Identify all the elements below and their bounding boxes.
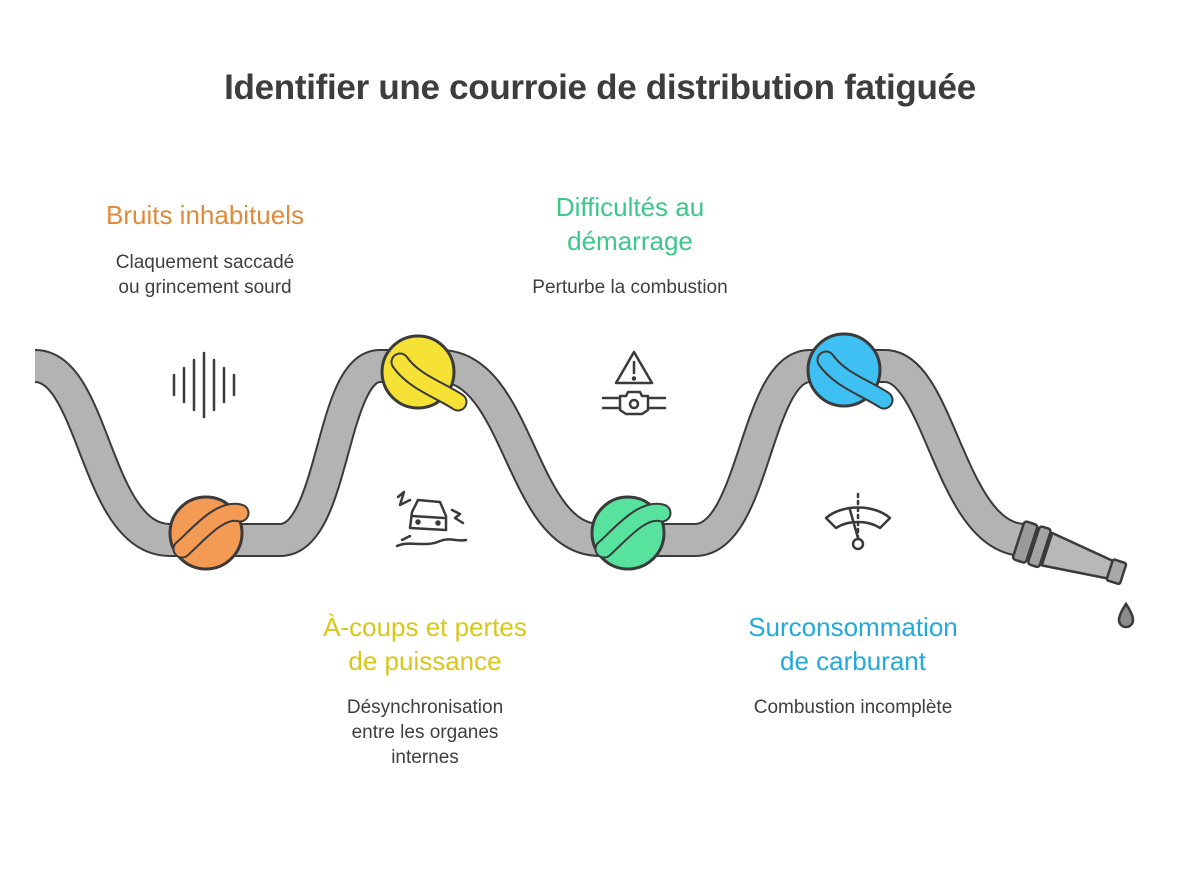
- step-2-heading: À-coups et pertes de puissance: [275, 610, 575, 678]
- step-2-desc-line: Désynchronisation: [346, 697, 504, 718]
- knot-yellow: [380, 334, 468, 412]
- step-2-description: Désynchronisation entre les organes inte…: [275, 695, 575, 770]
- car-skidding-icon: [395, 490, 468, 548]
- step-1-heading-line: Bruits inhabituels: [106, 200, 304, 230]
- knot-orange: [168, 495, 250, 571]
- timing-belt: [32, 349, 1028, 557]
- step-4-heading-line: de carburant: [780, 646, 926, 676]
- step-1-description: Claquement saccadé ou grincement sourd: [55, 250, 355, 300]
- drop-icon: [1117, 601, 1135, 629]
- step-3-heading: Difficultés au démarrage: [480, 190, 780, 258]
- step-1-desc-line: ou grincement sourd: [118, 277, 292, 298]
- step-4-desc-line: Combustion incomplète: [753, 697, 953, 718]
- step-2-heading-line: de puissance: [348, 646, 502, 676]
- engine-warning-icon: [601, 350, 667, 416]
- step-1-heading: Bruits inhabituels: [55, 198, 355, 232]
- step-3-heading-line: démarrage: [567, 226, 693, 256]
- knot-green: [590, 495, 672, 571]
- step-2-desc-line: internes: [391, 747, 459, 768]
- step-2-desc-line: entre les organes: [351, 722, 499, 743]
- step-3-desc-line: Perturbe la combustion: [532, 277, 728, 298]
- step-4-description: Combustion incomplète: [703, 695, 1003, 720]
- step-4-heading-line: Surconsommation: [748, 612, 958, 642]
- sound-wave-icon: [172, 351, 236, 419]
- page-title: Identifier une courroie de distribution …: [224, 68, 976, 107]
- step-3-description: Perturbe la combustion: [480, 275, 780, 300]
- step-4-heading: Surconsommation de carburant: [703, 610, 1003, 678]
- knot-blue: [806, 332, 894, 410]
- belt-nozzle: [1011, 520, 1128, 586]
- step-2-heading-line: À-coups et pertes: [323, 612, 527, 642]
- step-3-heading-line: Difficultés au: [555, 192, 705, 222]
- step-1-desc-line: Claquement saccadé: [115, 252, 295, 273]
- fuel-gauge-icon: [824, 492, 892, 551]
